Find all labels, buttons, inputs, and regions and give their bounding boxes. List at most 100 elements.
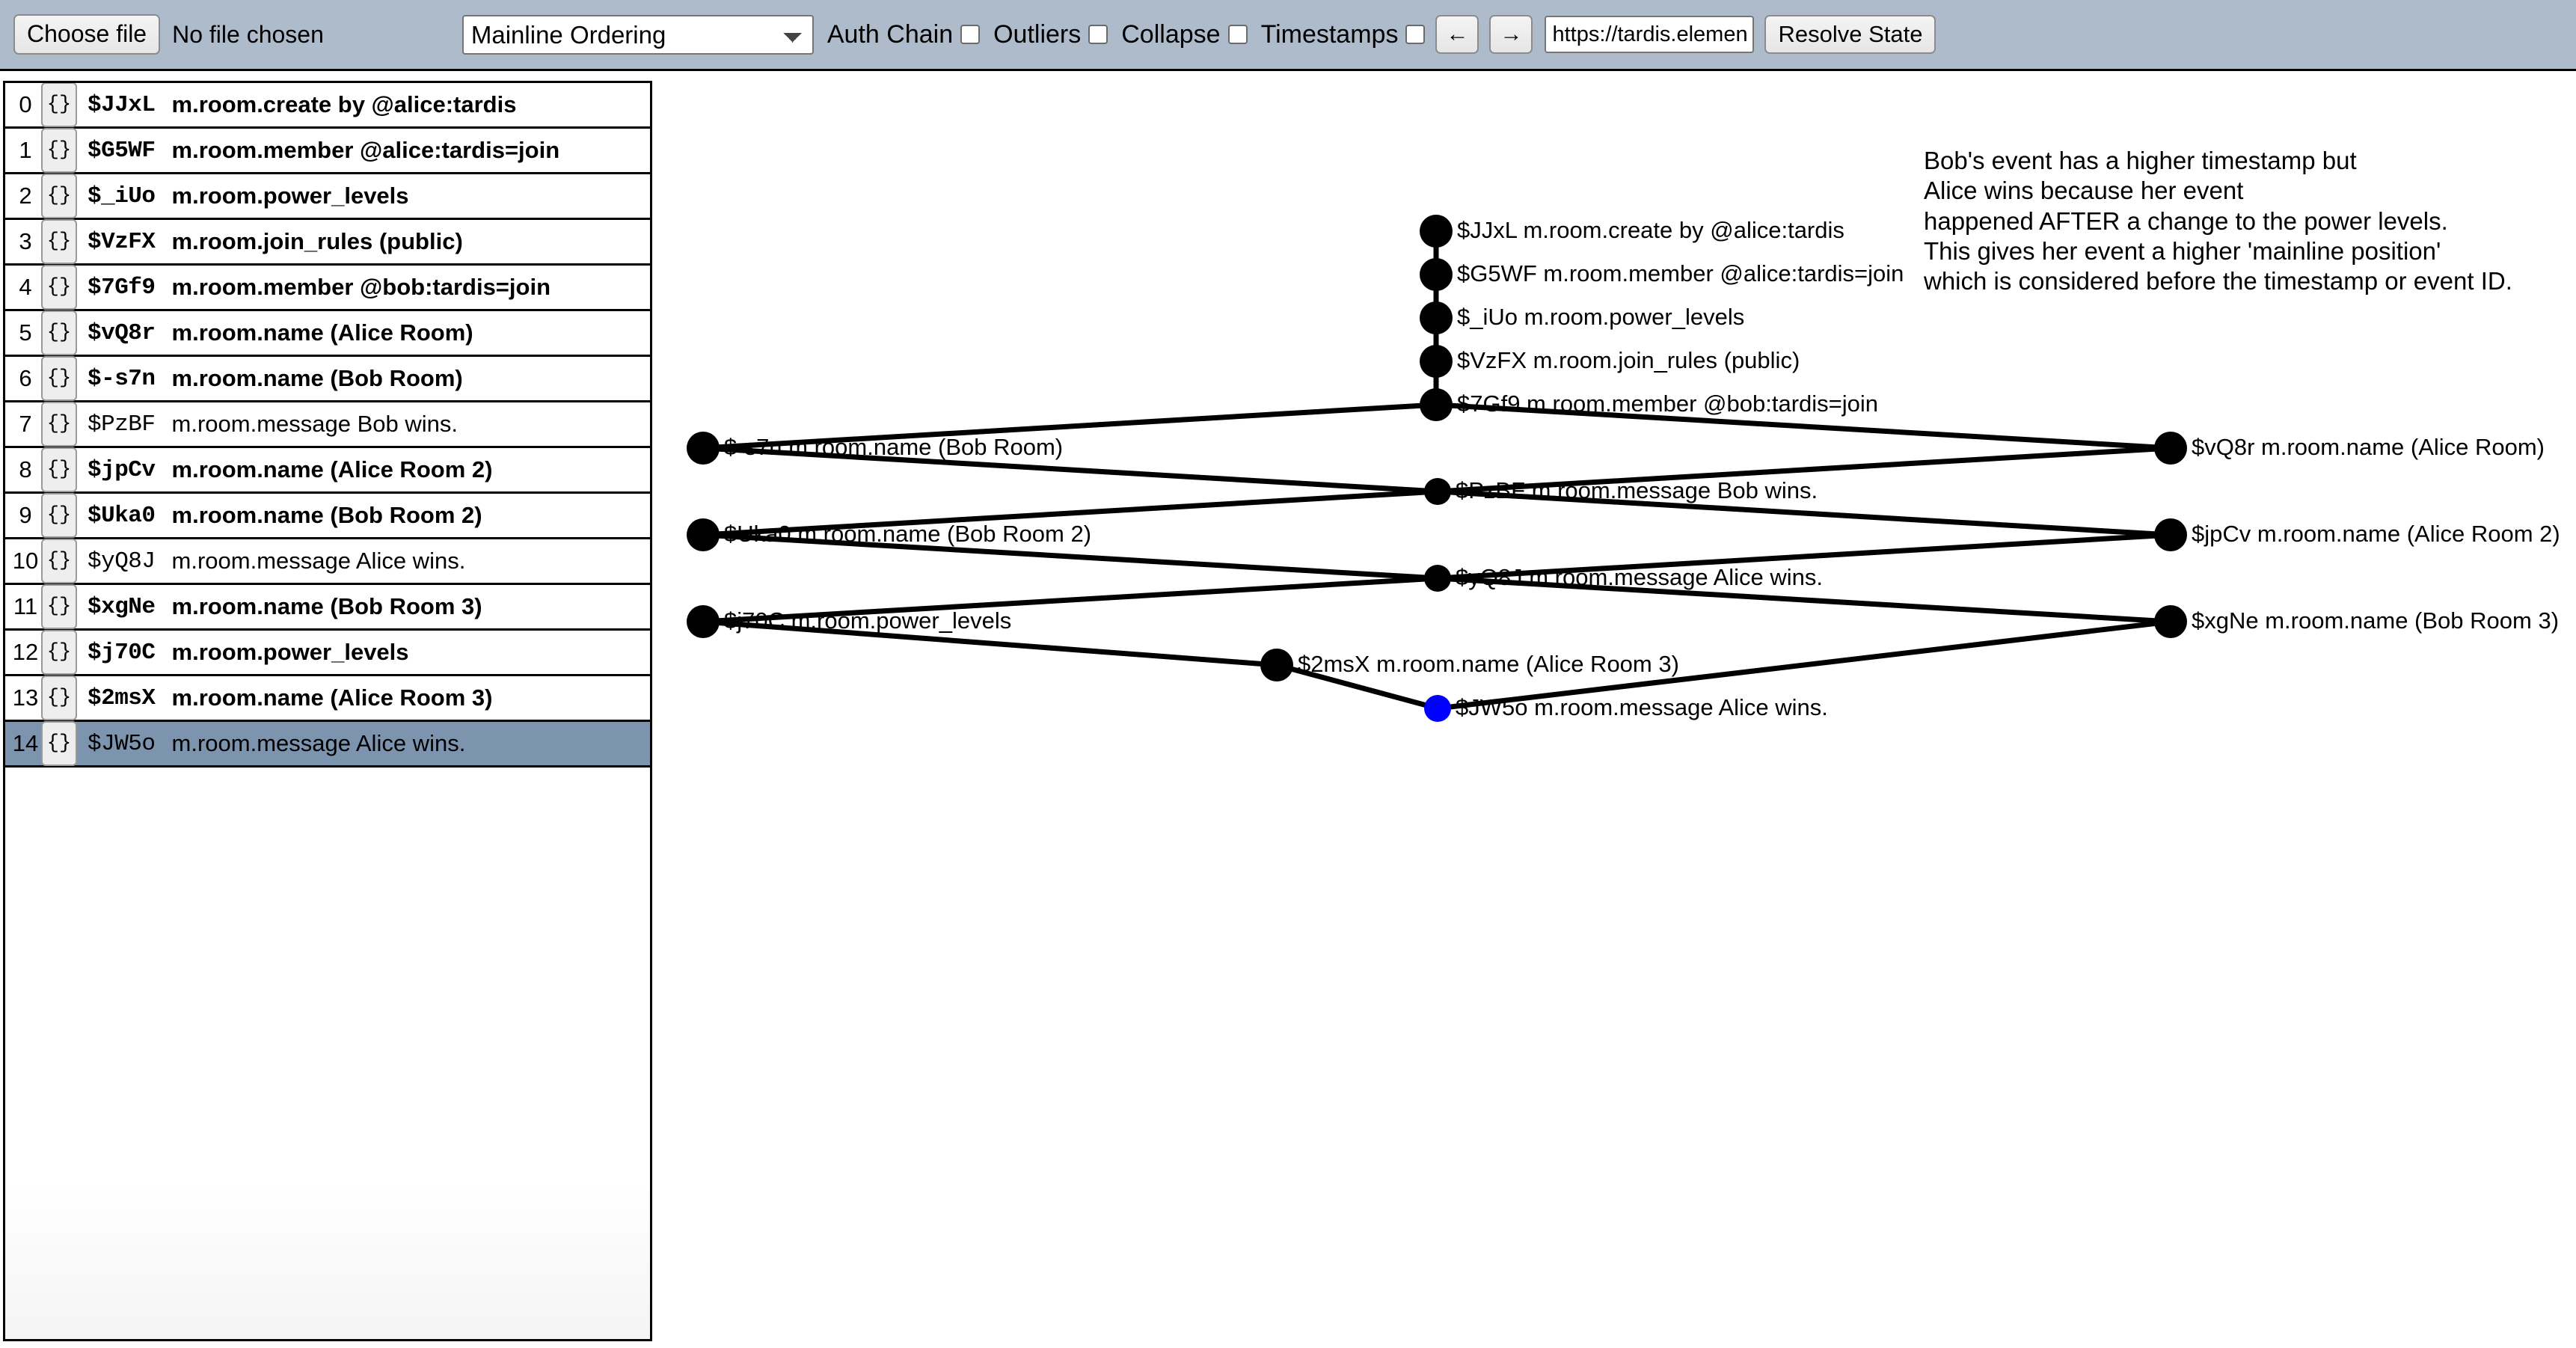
event-json-icon[interactable]: {}	[41, 539, 77, 583]
ordering-select[interactable]: Mainline Ordering	[461, 14, 814, 55]
event-json-icon[interactable]: {}	[41, 219, 77, 264]
graph-node-circle[interactable]	[2154, 432, 2187, 465]
graph-node[interactable]: $jpCv m.room.name (Alice Room 2)	[2154, 518, 2560, 551]
graph-node-circle[interactable]	[1420, 345, 1453, 378]
resolve-state-button[interactable]: Resolve State	[1764, 14, 1936, 55]
event-json-icon[interactable]: {}	[41, 402, 77, 447]
graph-node-circle[interactable]	[687, 432, 720, 465]
graph-node-label: $-s7n m.room.name (Bob Room)	[724, 434, 1063, 460]
graph-node[interactable]: $Uka0 m.room.name (Bob Room 2)	[687, 518, 1091, 551]
graph-node[interactable]: $xgNe m.room.name (Bob Room 3)	[2154, 605, 2559, 638]
event-row-description: m.room.create by @alice:tardis	[171, 91, 517, 117]
graph-node[interactable]: $-s7n m.room.name (Bob Room)	[687, 432, 1063, 465]
event-row-id: $2msX	[88, 684, 156, 711]
graph-edge	[1437, 488, 2171, 538]
checkbox-group-timestamps[interactable]: Timestamps	[1261, 20, 1426, 49]
event-row-description: m.room.name (Alice Room 2)	[171, 456, 493, 482]
graph-node[interactable]: $vQ8r m.room.name (Alice Room)	[2154, 432, 2545, 465]
checkbox-group-collapse[interactable]: Collapse	[1121, 19, 1248, 49]
graph-edge	[702, 488, 1438, 538]
graph-node-circle-selected[interactable]	[1424, 695, 1451, 722]
event-json-icon[interactable]: {}	[41, 174, 77, 218]
graph-node[interactable]: $yQ8J m.room.message Alice wins.	[1424, 564, 1823, 592]
graph-node[interactable]: $JJxL m.room.create by @alice:tardis	[1420, 215, 1844, 248]
graph-node-circle[interactable]	[1420, 215, 1453, 248]
graph-node-circle[interactable]	[2154, 605, 2187, 638]
graph-node[interactable]: $_iUo m.room.power_levels	[1420, 301, 1744, 334]
event-row-description: m.room.message Alice wins.	[171, 730, 466, 756]
graph-edge	[702, 402, 1437, 451]
homeserver-url-input[interactable]	[1545, 16, 1755, 53]
event-row-id: $_iUo	[88, 183, 156, 209]
graph-node-circle[interactable]	[687, 605, 720, 638]
graph-node-circle[interactable]	[1420, 301, 1453, 334]
graph-node-circle[interactable]	[687, 518, 720, 551]
event-json-icon[interactable]: {}	[41, 83, 77, 127]
graph-node-circle[interactable]	[1420, 258, 1453, 291]
graph-node-label: $_iUo m.room.power_levels	[1457, 304, 1744, 330]
collapse-checkbox[interactable]	[1227, 25, 1248, 44]
event-row-description: m.room.name (Bob Room)	[171, 365, 463, 391]
event-row-description: m.room.member @alice:tardis=join	[171, 137, 560, 163]
event-json-icon[interactable]: {}	[41, 356, 77, 401]
event-row-id: $7Gf9	[88, 274, 156, 301]
event-json-icon[interactable]: {}	[41, 128, 77, 173]
event-json-icon[interactable]: {}	[41, 493, 77, 538]
collapse-label: Collapse	[1121, 19, 1221, 49]
forward-arrow-button[interactable]: →	[1489, 15, 1533, 54]
auth-chain-checkbox[interactable]	[960, 25, 981, 44]
event-json-icon[interactable]: {}	[41, 584, 77, 629]
event-json-icon[interactable]: {}	[41, 310, 77, 355]
outliers-label: Outliers	[993, 19, 1082, 49]
graph-node-label: $yQ8J m.room.message Alice wins.	[1456, 564, 1823, 590]
event-row-index: 5	[19, 319, 32, 346]
graph-node-label: $xgNe m.room.name (Bob Room 3)	[2192, 607, 2559, 634]
graph-node-circle[interactable]	[1260, 649, 1293, 681]
graph-node[interactable]: $G5WF m.room.member @alice:tardis=join	[1420, 258, 1904, 291]
graph-node[interactable]: $2msX m.room.name (Alice Room 3)	[1260, 649, 1679, 681]
event-json-icon[interactable]: {}	[41, 675, 77, 720]
graph-node-circle[interactable]	[1424, 565, 1451, 592]
checkbox-group-outliers[interactable]: Outliers	[993, 20, 1108, 49]
event-json-icon[interactable]: {}	[41, 265, 77, 310]
event-row-index: 11	[13, 593, 38, 619]
graph-node-circle[interactable]	[1424, 478, 1451, 505]
event-json-icon[interactable]: {}	[41, 721, 77, 766]
back-arrow-button[interactable]: ←	[1435, 15, 1479, 54]
graph-node[interactable]: $j70C m.room.power_levels	[687, 605, 1011, 638]
event-json-icon[interactable]: {}	[41, 630, 77, 675]
graph-node[interactable]: $JW5o m.room.message Alice wins.	[1424, 694, 1828, 722]
timestamps-checkbox[interactable]	[1405, 25, 1426, 44]
graph-node-circle[interactable]	[1420, 388, 1453, 421]
graph-node[interactable]: $PzBF m.room.message Bob wins.	[1424, 477, 1818, 505]
event-row-index: 8	[19, 456, 32, 482]
event-row-id: $vQ8r	[88, 319, 156, 346]
toolbar: Choose file No file chosen Mainline Orde…	[0, 0, 2576, 71]
choose-file-button[interactable]: Choose file	[13, 14, 161, 55]
graph-node[interactable]: $7Gf9 m.room.member @bob:tardis=join	[1420, 388, 1878, 421]
checkbox-group-auth-chain[interactable]: Auth Chain	[827, 20, 981, 49]
event-json-icon[interactable]: {}	[41, 447, 77, 492]
state-resolution-graph[interactable]: $JJxL m.room.create by @alice:tardis $G5W…	[652, 73, 2576, 1348]
event-row-id: $G5WF	[88, 137, 156, 164]
graph-node-circle[interactable]	[2154, 518, 2187, 551]
outliers-checkbox[interactable]	[1088, 25, 1108, 44]
graph-node[interactable]: $VzFX m.room.join_rules (public)	[1420, 345, 1800, 378]
graph-edge	[702, 445, 1438, 494]
